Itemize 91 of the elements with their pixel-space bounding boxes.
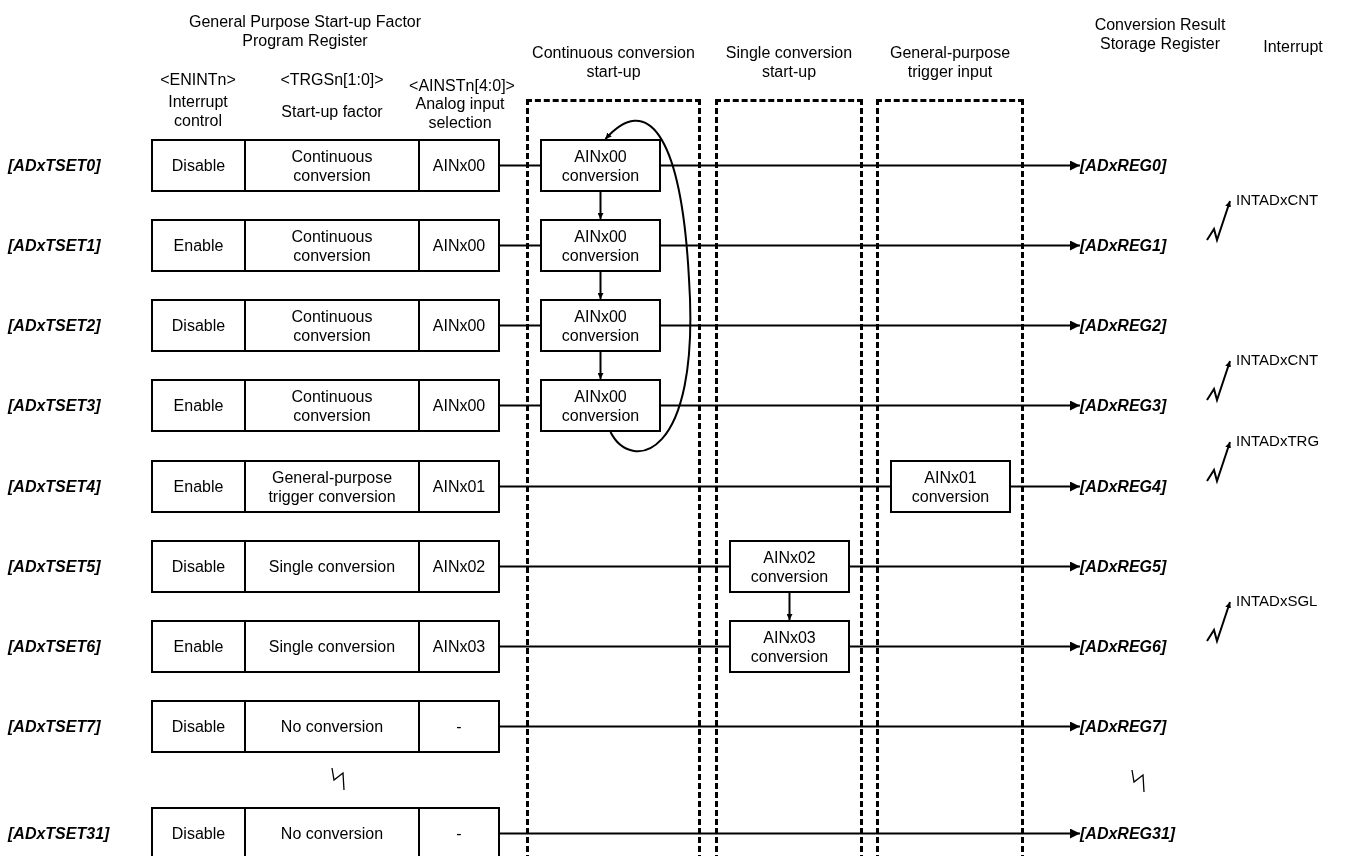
row-label: [ADxTSET5] bbox=[8, 557, 102, 577]
register-cell: No conversion bbox=[244, 700, 420, 753]
arrow bbox=[597, 351, 604, 380]
register-cell: Continuous conversion bbox=[244, 299, 420, 352]
process-box: AINx02 conversion bbox=[729, 540, 850, 593]
register-label: [ADxREG6] bbox=[1080, 633, 1205, 660]
column-heading: Analog input selection bbox=[414, 94, 506, 133]
arrow bbox=[660, 400, 1081, 411]
register-cell: AINx00 bbox=[418, 139, 500, 192]
connector-line bbox=[499, 565, 730, 568]
register-cell: Single conversion bbox=[244, 620, 420, 673]
arrow bbox=[660, 320, 1081, 331]
register-cell: Disable bbox=[151, 807, 246, 856]
register-cell: AINx00 bbox=[418, 299, 500, 352]
arrow bbox=[660, 240, 1081, 251]
column-heading: <AINSTn[4:0]> bbox=[408, 76, 516, 94]
register-label: [ADxREG3] bbox=[1080, 392, 1205, 419]
register-cell: - bbox=[418, 700, 500, 753]
arrow bbox=[499, 828, 1081, 839]
process-box: AINx01 conversion bbox=[890, 460, 1011, 513]
register-label: [ADxREG7] bbox=[1080, 713, 1205, 740]
register-cell: AINx01 bbox=[418, 460, 500, 513]
row-label: [ADxTSET0] bbox=[8, 156, 102, 176]
column-heading: Single conversion start-up bbox=[724, 43, 854, 81]
row-label: [ADxTSET7] bbox=[8, 717, 102, 737]
connector-line bbox=[499, 404, 541, 407]
interrupt-label: INTADxSGL bbox=[1236, 590, 1348, 612]
connector-line bbox=[499, 645, 730, 648]
row-label: [ADxTSET31] bbox=[8, 824, 111, 844]
register-cell: Disable bbox=[151, 540, 246, 593]
process-box: AINx00 conversion bbox=[540, 139, 661, 192]
arrow bbox=[786, 592, 793, 621]
arrow bbox=[597, 271, 604, 300]
register-label: [ADxREG5] bbox=[1080, 553, 1205, 580]
register-cell: Continuous conversion bbox=[244, 219, 420, 272]
interrupt-label: INTADxTRG bbox=[1236, 430, 1348, 452]
register-cell: General-purpose trigger conversion bbox=[244, 460, 420, 513]
column-heading: Start-up factor bbox=[280, 102, 384, 122]
column-heading: Interrupt bbox=[1262, 37, 1324, 57]
register-cell: Enable bbox=[151, 620, 246, 673]
column-heading: Interrupt control bbox=[167, 92, 229, 131]
loop-arrow bbox=[604, 119, 692, 452]
register-label: [ADxREG2] bbox=[1080, 312, 1205, 339]
column-heading: <ENINTn> bbox=[159, 70, 237, 88]
register-cell: Single conversion bbox=[244, 540, 420, 593]
register-label: [ADxREG31] bbox=[1080, 820, 1205, 847]
register-label: [ADxREG4] bbox=[1080, 473, 1205, 500]
register-cell: AINx02 bbox=[418, 540, 500, 593]
column-heading: General-purpose trigger input bbox=[888, 43, 1012, 81]
register-cell: Continuous conversion bbox=[244, 139, 420, 192]
interrupt-arrow bbox=[1206, 441, 1231, 485]
connector-line bbox=[499, 485, 891, 488]
register-label: [ADxREG0] bbox=[1080, 152, 1205, 179]
process-box: AINx00 conversion bbox=[540, 299, 661, 352]
interrupt-arrow bbox=[1206, 360, 1231, 404]
connector-line bbox=[499, 324, 541, 327]
register-cell: - bbox=[418, 807, 500, 856]
column-heading: Continuous conversion start-up bbox=[531, 43, 696, 81]
arrow bbox=[1010, 481, 1081, 492]
arrow bbox=[597, 191, 604, 220]
row-label: [ADxTSET1] bbox=[8, 236, 102, 256]
arrow bbox=[499, 721, 1081, 732]
register-cell: Enable bbox=[151, 460, 246, 513]
register-cell: Enable bbox=[151, 379, 246, 432]
register-cell: AINx00 bbox=[418, 219, 500, 272]
register-cell: Disable bbox=[151, 139, 246, 192]
row-label: [ADxTSET2] bbox=[8, 316, 102, 336]
column-heading: Conversion Result Storage Register bbox=[1093, 15, 1227, 54]
process-box: AINx00 conversion bbox=[540, 379, 661, 432]
process-box: AINx03 conversion bbox=[729, 620, 850, 673]
interrupt-label: INTADxCNT bbox=[1236, 349, 1348, 371]
row-label: [ADxTSET6] bbox=[8, 637, 102, 657]
connector-line bbox=[499, 164, 541, 167]
register-cell: Continuous conversion bbox=[244, 379, 420, 432]
interrupt-arrow bbox=[1206, 200, 1231, 244]
register-cell: AINx00 bbox=[418, 379, 500, 432]
arrow bbox=[849, 561, 1081, 572]
connector-line bbox=[499, 244, 541, 247]
arrow bbox=[849, 641, 1081, 652]
register-label: [ADxREG1] bbox=[1080, 232, 1205, 259]
register-cell: Enable bbox=[151, 219, 246, 272]
register-cell: Disable bbox=[151, 299, 246, 352]
process-box: AINx00 conversion bbox=[540, 219, 661, 272]
interrupt-arrow bbox=[1206, 601, 1231, 645]
arrow bbox=[660, 160, 1081, 171]
interrupt-label: INTADxCNT bbox=[1236, 189, 1348, 211]
register-cell: AINx03 bbox=[418, 620, 500, 673]
register-cell: Disable bbox=[151, 700, 246, 753]
column-heading: General Purpose Start-up Factor Program Register bbox=[187, 12, 423, 51]
row-label: [ADxTSET3] bbox=[8, 396, 102, 416]
row-label: [ADxTSET4] bbox=[8, 477, 102, 497]
